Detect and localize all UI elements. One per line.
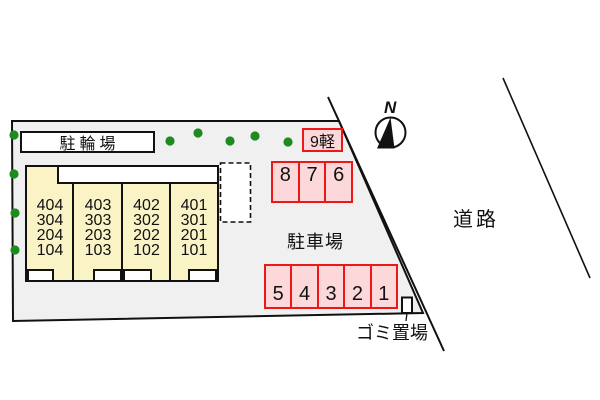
room-number: 303: [84, 212, 112, 229]
compass-icon: [374, 116, 407, 149]
room-number: 302: [133, 212, 160, 229]
unit-column-rooms: 401 301 201 101: [171, 197, 217, 259]
parking-space-9-light: 9軽: [302, 128, 343, 152]
parking-space-3: 3: [316, 266, 343, 307]
parking-space-2: 2: [343, 266, 369, 307]
parking-space-label: 5: [272, 283, 284, 305]
room-number: 301: [180, 212, 208, 229]
entrance-notch: [123, 269, 152, 280]
entrance-notch: [93, 269, 122, 280]
parking-space-1: 1: [369, 266, 396, 307]
room-number: 201: [180, 227, 208, 244]
parking-space-label: 9軽: [310, 134, 335, 151]
garbage-area-label: ゴミ置場: [356, 323, 428, 343]
unit-column-rooms: 402 302 202 102: [123, 197, 170, 259]
tree-dots: [9, 128, 293, 255]
parking-space-5: 5: [266, 266, 290, 307]
parking-space-4: 4: [290, 266, 316, 307]
entrance-notch: [27, 269, 54, 280]
tree-dot-icon: [9, 169, 19, 179]
parking-space-label: 3: [325, 283, 337, 305]
unit-divider: [72, 184, 74, 280]
tree-dot-icon: [9, 130, 19, 140]
parking-space-7: 7: [297, 163, 325, 201]
room-number: 203: [84, 227, 112, 244]
compass-needle-icon: [377, 117, 395, 149]
parking-space-label: 7: [306, 164, 318, 186]
bicycle-parking-label: 駐輪場: [59, 136, 120, 153]
garbage-bin-icon: [401, 296, 413, 314]
tree-dot-icon: [10, 208, 20, 218]
road-far-edge-line: [502, 77, 591, 279]
unit-divider: [121, 184, 123, 280]
room-number: 204: [36, 227, 64, 244]
parking-space-label: 2: [351, 283, 363, 305]
room-number: 104: [36, 242, 64, 259]
parking-row-upper: 8 7 6: [271, 161, 353, 203]
room-number: 103: [84, 242, 112, 259]
parking-lot-label: 駐車場: [287, 232, 344, 252]
parking-space-label: 1: [378, 283, 390, 305]
building-footprint: 404 304 204 104 403 303 203 103 402 302 …: [25, 165, 219, 282]
parking-space-8: 8: [273, 163, 298, 201]
garbage-leader-line: [405, 312, 408, 322]
north-label: N: [384, 98, 397, 117]
bicycle-parking-box: 駐輪場: [20, 131, 155, 153]
road-label: 道路: [453, 209, 499, 231]
building-corridor: [57, 167, 217, 184]
tree-dot-icon: [283, 137, 293, 147]
room-number: 403: [84, 197, 112, 214]
room-number: 102: [133, 242, 160, 259]
tree-dot-icon: [165, 136, 175, 146]
tree-dot-icon: [250, 131, 260, 141]
unit-divider: [169, 184, 171, 280]
room-number: 404: [36, 197, 64, 214]
tree-dot-icon: [193, 128, 203, 138]
room-number: 101: [180, 242, 208, 259]
parking-space-label: 8: [279, 164, 291, 186]
parking-row-lower: 5 4 3 2 1: [264, 264, 398, 309]
parking-space-label: 4: [299, 283, 311, 305]
dashed-area-box: [219, 162, 252, 223]
unit-column-rooms: 403 303 203 103: [74, 197, 122, 259]
room-number: 304: [36, 212, 64, 229]
road-near-edge-line: [327, 96, 445, 352]
room-number: 202: [133, 227, 160, 244]
tree-dot-icon: [225, 136, 235, 146]
entrance-notch: [188, 269, 217, 280]
room-number: 401: [180, 197, 208, 214]
unit-column-rooms: 404 304 204 104: [27, 197, 73, 259]
parking-space-label: 6: [333, 164, 345, 186]
parking-space-6: 6: [324, 163, 351, 201]
tree-dot-icon: [10, 245, 20, 255]
room-number: 402: [133, 197, 160, 214]
